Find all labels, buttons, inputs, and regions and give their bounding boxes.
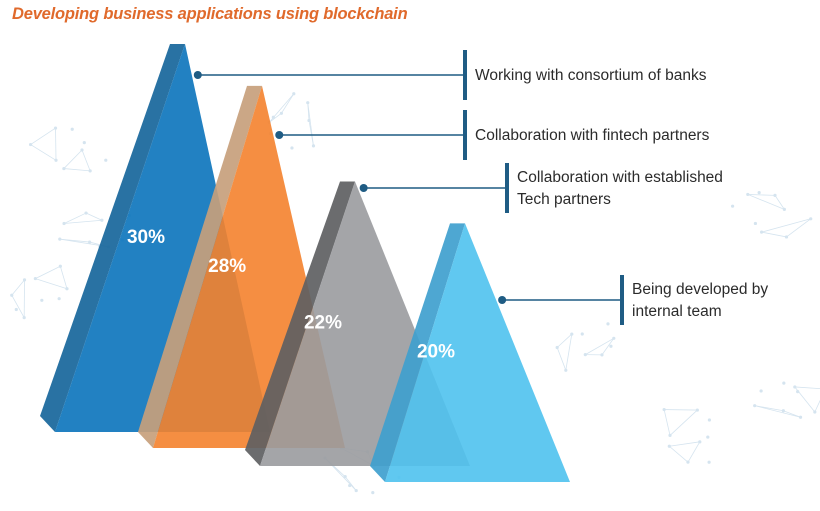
- pyramid-side-3: [245, 181, 355, 466]
- chart-title: Developing business applications using b…: [12, 5, 408, 23]
- leader-dot-1: [193, 71, 202, 79]
- label-bar-1: [463, 50, 467, 100]
- leader-lines: [193, 50, 624, 325]
- value-label-2: 28%: [208, 256, 246, 277]
- label-bar-3: [505, 163, 509, 213]
- category-labels: Working with consortium of banksCollabor…: [475, 67, 768, 320]
- pyramid-side-2: [138, 85, 262, 448]
- category-label-3-line-1: Collaboration with established: [517, 169, 723, 186]
- category-label-1: Working with consortium of banks: [475, 67, 707, 84]
- leader-dot-4: [498, 296, 507, 304]
- label-bar-2: [463, 110, 467, 160]
- pyramids: 30% 28% 22% 20%: [40, 44, 570, 483]
- value-label-4: 20%: [417, 342, 455, 363]
- category-label-3-line-2: Tech partners: [517, 191, 611, 208]
- pyramid-side-4: [370, 223, 465, 483]
- pyramid-side-1: [40, 44, 185, 432]
- leader-dot-3: [359, 184, 368, 192]
- value-label-3: 22%: [304, 313, 342, 334]
- value-label-1: 30%: [127, 227, 165, 248]
- leader-dot-2: [275, 131, 284, 139]
- category-label-4-line-1: Being developed by: [632, 281, 768, 298]
- category-label-2: Collaboration with fintech partners: [475, 127, 710, 144]
- pyramid-face-4: [385, 223, 570, 483]
- category-label-4-line-2: internal team: [632, 303, 722, 320]
- label-bar-4: [620, 275, 624, 325]
